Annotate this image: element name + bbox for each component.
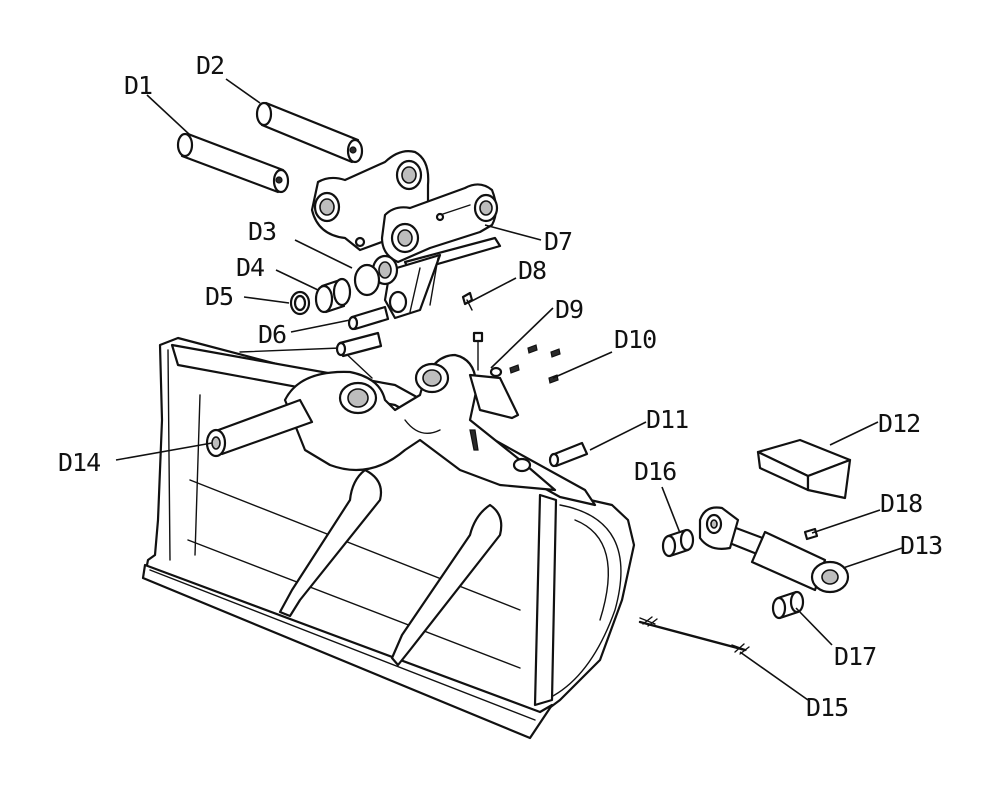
- label-d2: D2: [196, 51, 224, 80]
- quick-hitch-bracket: [310, 150, 502, 320]
- label-d3: D3: [248, 217, 276, 246]
- cutting-edge: [141, 563, 554, 740]
- label-d18: D18: [880, 489, 922, 518]
- label-d10: D10: [614, 325, 656, 354]
- label-d4: D4: [236, 253, 264, 282]
- label-d12: D12: [878, 409, 920, 438]
- label-d1: D1: [124, 71, 152, 100]
- label-d15: D15: [806, 693, 848, 722]
- d15-hose: [638, 616, 750, 655]
- leader-lines: [115, 78, 903, 701]
- tilt-bucket: [141, 331, 636, 740]
- d5-ring: [289, 290, 311, 316]
- d17-bushing: [771, 590, 805, 620]
- label-d17: D17: [834, 642, 876, 671]
- label-d14: D14: [58, 448, 100, 477]
- bucket-rib-2: [390, 503, 503, 667]
- d16-bushing: [661, 528, 695, 558]
- d10-screws: [509, 344, 561, 384]
- label-d6: D6: [258, 320, 286, 349]
- label-d9: D9: [555, 295, 583, 324]
- d12-cylinder-guard: [756, 438, 852, 500]
- d1-pin: [176, 132, 290, 194]
- d9-cover-plate: [468, 373, 520, 420]
- label-d11: D11: [646, 405, 688, 434]
- d14-pivot-pin: [205, 398, 314, 458]
- label-d7: D7: [544, 227, 572, 256]
- d6-pins: [335, 305, 390, 358]
- label-d5: D5: [205, 282, 233, 311]
- d4-bushing: [314, 277, 352, 314]
- bucket-rib-1: [278, 468, 383, 618]
- d2-pin: [255, 101, 364, 164]
- d13-hydraulic-cylinder: [698, 506, 850, 594]
- label-d13: D13: [900, 531, 942, 560]
- d11-pin: [548, 441, 589, 468]
- d18-pin: [803, 527, 819, 541]
- label-d16: D16: [634, 457, 676, 486]
- label-d8: D8: [518, 256, 546, 285]
- callout-labels: D1 D2 D3 D4 D5 D6 D7 D8 D9 D10 D11 D12 D…: [58, 51, 943, 722]
- d3-bushing: [353, 254, 399, 297]
